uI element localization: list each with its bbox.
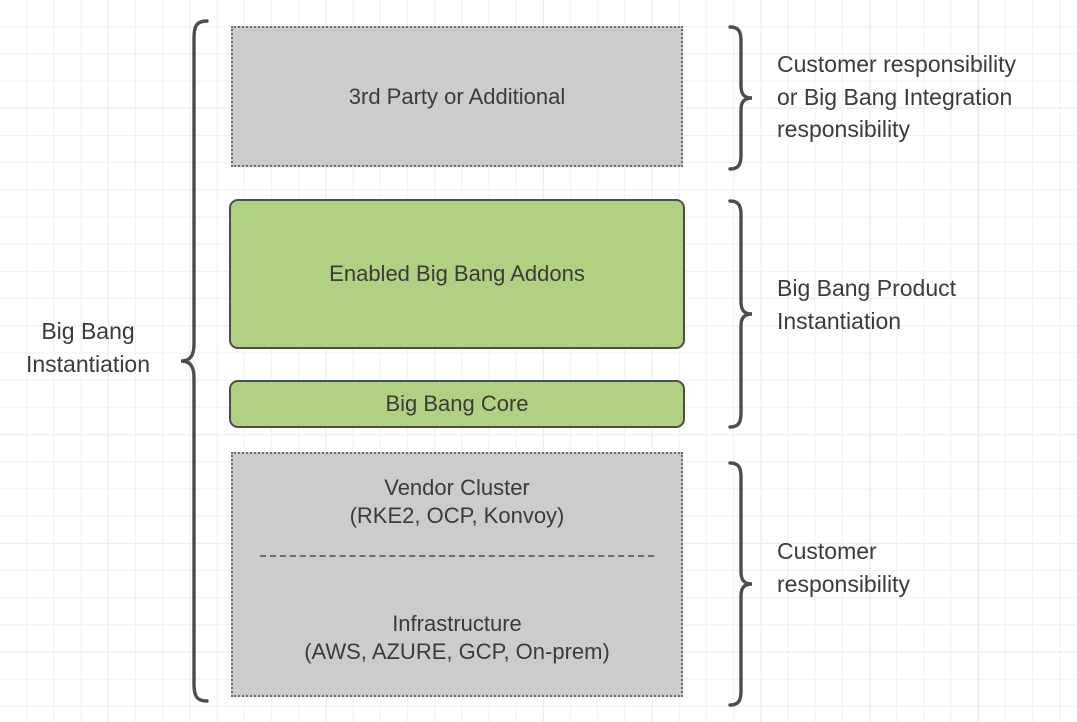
box-vendor-cluster-and-infrastructure: Vendor Cluster (RKE2, OCP, Konvoy) Infra…: [231, 452, 683, 697]
infrastructure-subtitle: (AWS, AZURE, GCP, On-prem): [304, 638, 610, 664]
label-big-bang-product-instantiation: Big Bang Product Instantiation: [777, 275, 957, 334]
box-enabled-big-bang-addons: Enabled Big Bang Addons: [229, 199, 685, 349]
box-internal-divider: [260, 555, 654, 557]
box-big-bang-core-label: Big Bang Core: [385, 391, 529, 417]
right-brace-customer-responsibility: [728, 460, 758, 708]
vendor-cluster-subtitle: (RKE2, OCP, Konvoy): [349, 502, 565, 528]
infrastructure-title: Infrastructure: [392, 611, 522, 636]
label-customer-responsibility: Customer responsibility: [777, 538, 910, 597]
vendor-cluster-title: Vendor Cluster: [384, 475, 530, 500]
box-3rd-party-label: 3rd Party or Additional: [348, 83, 566, 109]
left-brace-label: Big Bang Instantiation: [25, 318, 151, 377]
left-brace: [176, 14, 212, 708]
label-customer-or-integration-responsibility: Customer responsibility or Big Bang Inte…: [777, 51, 1017, 143]
box-enabled-addons-label: Enabled Big Bang Addons: [329, 261, 585, 287]
right-brace-customer-integration: [728, 24, 758, 172]
right-brace-product-instantiation: [728, 198, 758, 430]
box-big-bang-core: Big Bang Core: [229, 380, 685, 428]
box-3rd-party-or-additional: 3rd Party or Additional: [231, 26, 683, 167]
